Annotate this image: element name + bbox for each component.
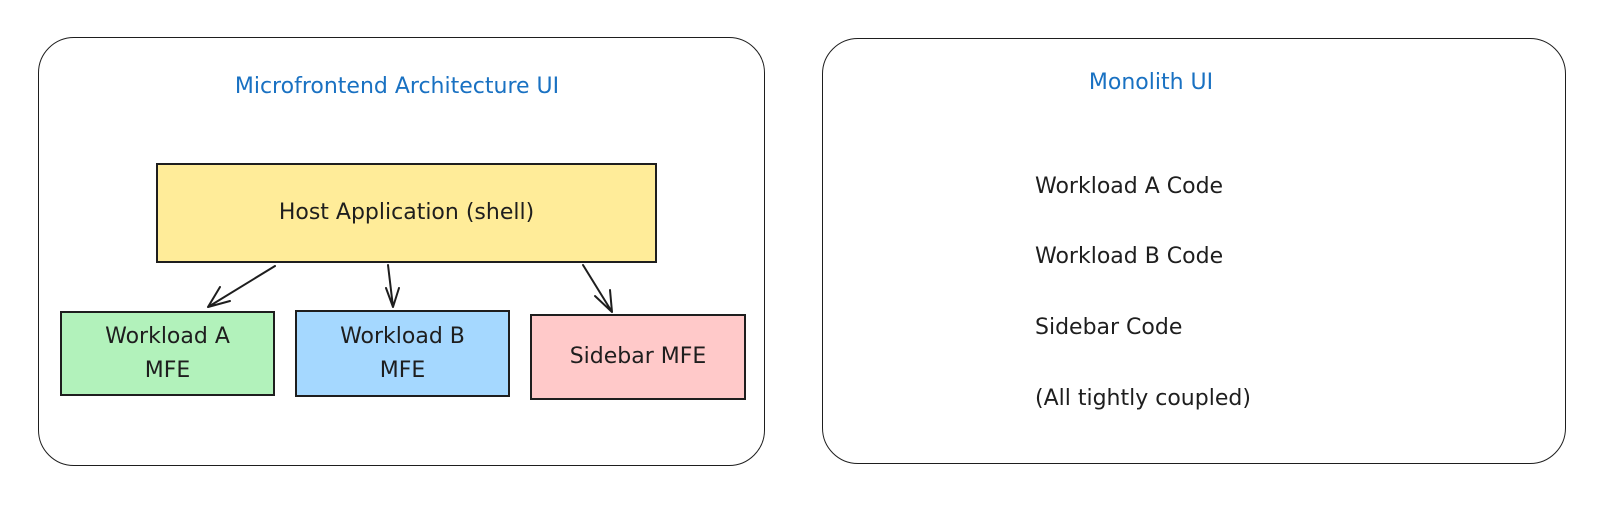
workload-b-mfe-box: Workload B MFE	[295, 310, 510, 397]
sidebar-label: Sidebar MFE	[569, 344, 707, 369]
workload-b-label: Workload B MFE	[340, 323, 465, 383]
microfrontend-panel	[38, 37, 765, 466]
sidebar-mfe-box: Sidebar MFE	[530, 314, 746, 400]
host-label: Host Application (shell)	[278, 200, 535, 225]
workload-a-mfe-box: Workload A MFE	[60, 311, 275, 396]
monolith-line: Workload B Code	[1035, 244, 1224, 269]
monolith-line: Sidebar Code	[1035, 315, 1183, 340]
arrow-to-workload-b	[385, 264, 400, 308]
workload-a-label: Workload A MFE	[105, 323, 230, 383]
monolith-line: (All tightly coupled)	[1035, 386, 1251, 411]
arrow-to-workload-a	[207, 265, 276, 308]
monolith-panel	[822, 38, 1566, 464]
monolith-title: Monolith UI	[1088, 70, 1214, 95]
monolith-line: Workload A Code	[1035, 174, 1224, 199]
host-application-box: Host Application (shell)	[156, 163, 657, 263]
microfrontend-title: Microfrontend Architecture UI	[234, 74, 560, 99]
arrow-to-sidebar	[582, 264, 613, 313]
